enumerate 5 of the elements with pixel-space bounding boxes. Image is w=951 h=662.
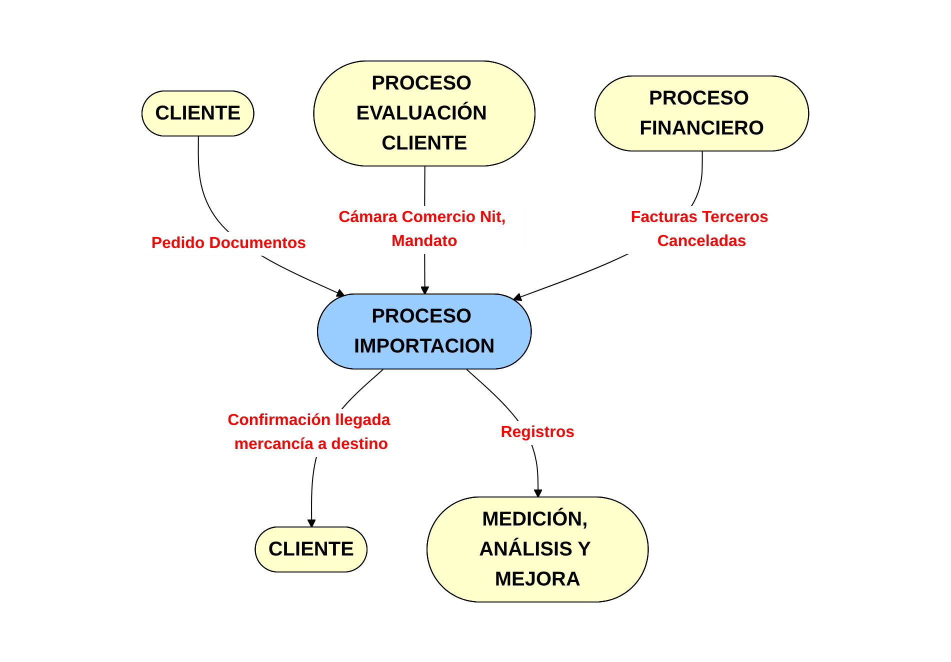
edge-label: Facturas Terceros Canceladas	[630, 208, 769, 250]
edge-label: Registros	[500, 423, 575, 440]
edge-label: Pedido Documentos	[152, 234, 306, 252]
edge-label: Cámara Comercio Nit, Mandato	[338, 208, 506, 250]
edge-label: Confirmación llegada mercancía a destino	[228, 411, 390, 452]
